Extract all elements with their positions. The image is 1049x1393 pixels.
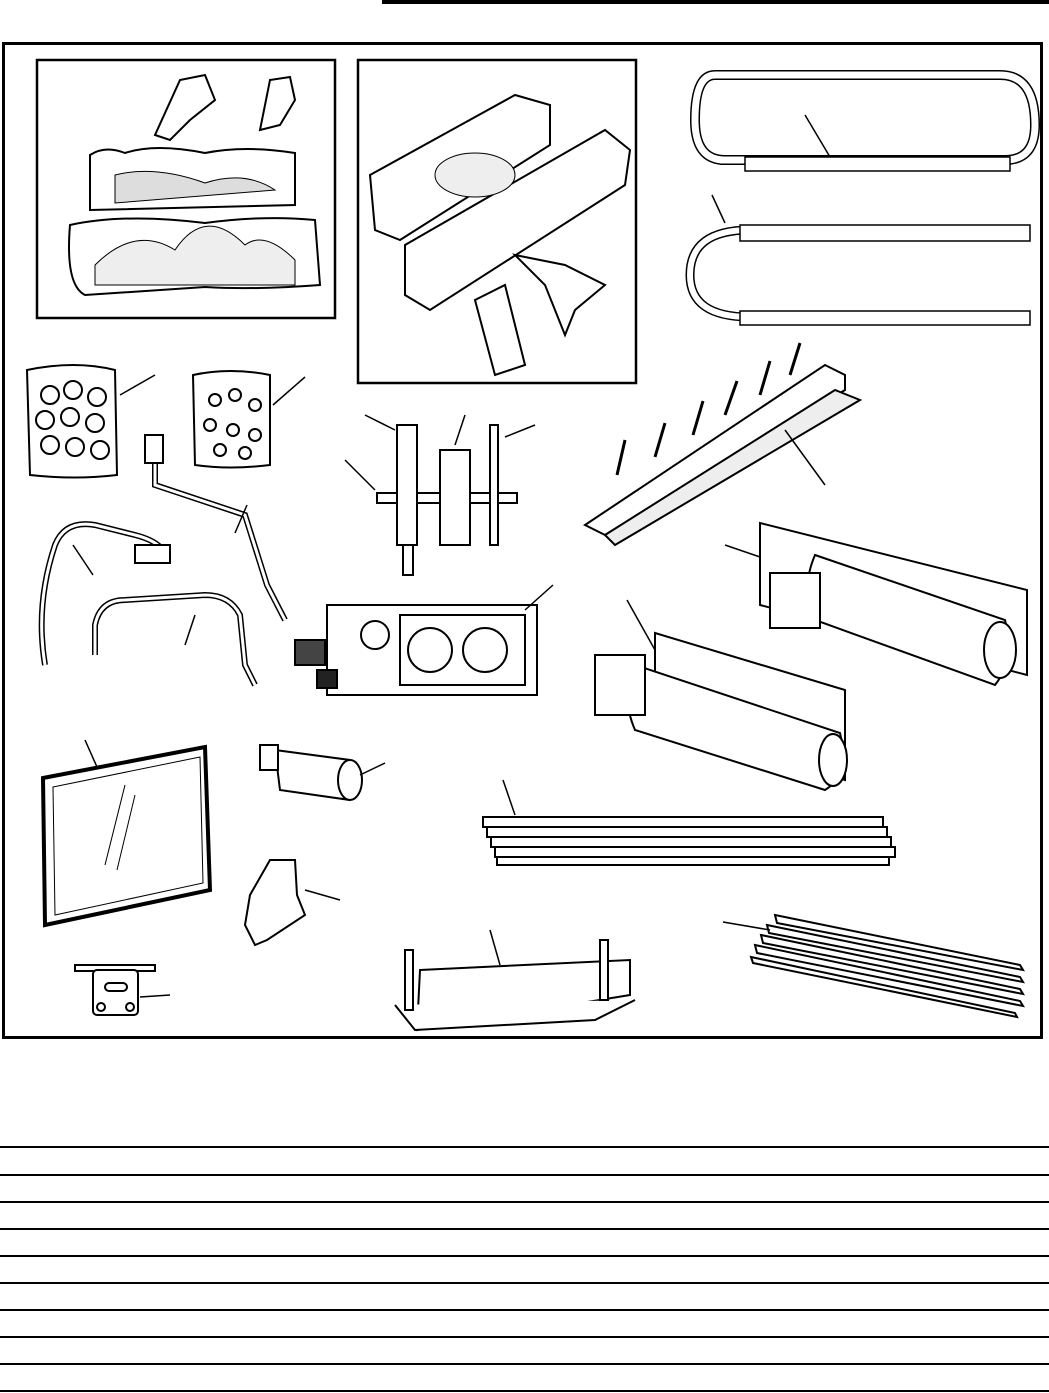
bracket bbox=[74, 964, 171, 1016]
table-rule bbox=[0, 1336, 1049, 1338]
gas-line-a bbox=[38, 521, 171, 666]
gas-line-c bbox=[92, 591, 258, 687]
table-rule bbox=[0, 1228, 1049, 1230]
burner-plate bbox=[394, 929, 636, 1032]
parts-illustration bbox=[25, 58, 1041, 1032]
glass-door bbox=[40, 739, 213, 928]
table-rule bbox=[0, 1146, 1049, 1148]
table-rule bbox=[0, 1309, 1049, 1311]
gas-valve bbox=[294, 584, 554, 696]
pilot-tube-lower bbox=[685, 194, 1031, 326]
louver-upper bbox=[482, 779, 896, 866]
pilot-assembly bbox=[344, 414, 536, 576]
grate-bracket bbox=[583, 342, 863, 547]
blower-small bbox=[594, 599, 848, 792]
gas-line-b bbox=[144, 434, 288, 622]
table-rule bbox=[0, 1363, 1049, 1365]
rock-bag bbox=[25, 364, 156, 479]
table-rule bbox=[0, 1255, 1049, 1257]
table-rule bbox=[0, 1201, 1049, 1203]
latch bbox=[243, 859, 341, 947]
pilot-tube-upper bbox=[689, 70, 1041, 172]
louver-lower bbox=[722, 913, 1026, 1019]
blower-large bbox=[724, 521, 1028, 687]
parts-figure bbox=[2, 42, 1043, 1039]
ember-bag bbox=[191, 370, 306, 469]
table-rule bbox=[0, 1390, 1049, 1392]
table-rule bbox=[0, 1282, 1049, 1284]
header-rule bbox=[382, 0, 1049, 4]
log-set-a bbox=[35, 58, 337, 320]
log-set-b bbox=[356, 58, 638, 385]
piezo-igniter bbox=[259, 744, 386, 802]
table-rule bbox=[0, 1174, 1049, 1176]
